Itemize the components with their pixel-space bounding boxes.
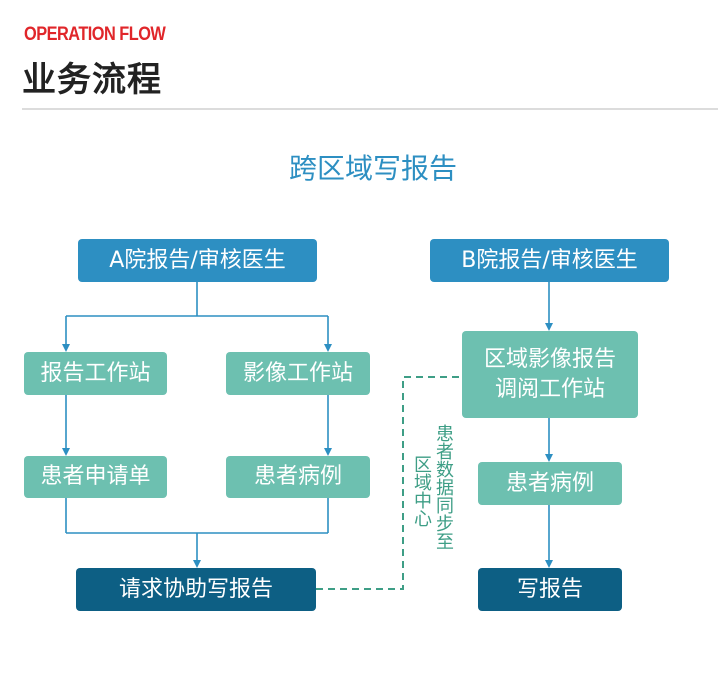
header-divider [22,108,718,110]
node-report-station: 报告工作站 [24,352,167,395]
regional-station-line2: 调阅工作站 [494,376,605,402]
node-write-report: 写报告 [478,568,622,611]
node-b-doctor: B院报告/审核医生 [430,239,669,282]
node-a-doctor: A院报告/审核医生 [78,239,317,282]
node-request-help: 请求协助写报告 [76,568,316,611]
node-imaging-station: 影像工作站 [226,352,370,395]
diagram-title: 跨区域写报告 [288,152,457,185]
sync-label-line2: 区域中心 [411,455,432,527]
sync-dashed-connector [316,376,462,590]
node-regional-station: 区域影像报告 调阅工作站 [462,331,638,418]
node-patient-request: 患者申请单 [24,456,167,498]
section-eyebrow: OPERATION FLOW [24,24,166,45]
sync-label-line1: 患者数据同步至 [433,424,454,550]
node-patient-record-a: 患者病例 [226,456,370,498]
regional-station-line1: 区域影像报告 [483,347,616,373]
page-title: 业务流程 [22,60,162,100]
node-patient-record-b: 患者病例 [478,462,622,505]
